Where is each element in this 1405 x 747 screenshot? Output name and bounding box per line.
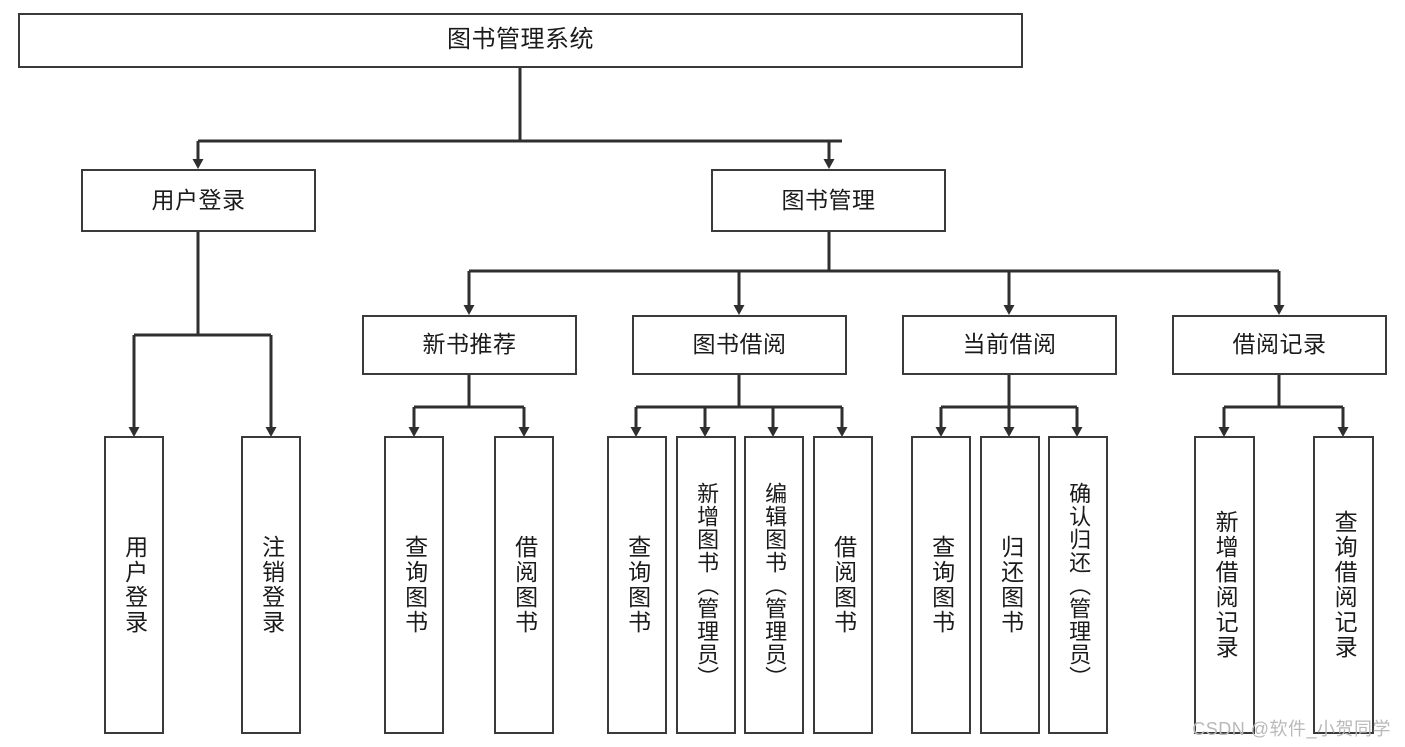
node-leaf-query-book-2[interactable]: 查询图书: [607, 436, 667, 734]
node-leaf-query-book-1[interactable]: 查询图书: [384, 436, 444, 734]
node-leaf-user-logout[interactable]: 注销登录: [241, 436, 301, 734]
node-label: 归还图书: [997, 535, 1024, 635]
node-label: 新书推荐: [422, 331, 517, 358]
node-label: 图书管理: [781, 186, 876, 213]
node-leaf-user-login[interactable]: 用户登录: [104, 436, 164, 734]
node-new-book-recommend[interactable]: 新书推荐: [362, 315, 577, 375]
node-leaf-return-book[interactable]: 归还图书: [980, 436, 1040, 734]
node-label: 图书借阅: [692, 331, 787, 358]
node-label: 借阅记录: [1232, 331, 1327, 358]
node-leaf-borrow-book-1[interactable]: 借阅图书: [494, 436, 554, 734]
node-leaf-borrow-book-2[interactable]: 借阅图书: [813, 436, 873, 734]
node-user-login[interactable]: 用户登录: [81, 169, 316, 232]
node-label: 确认归还（管理员）: [1066, 481, 1092, 689]
node-leaf-add-record[interactable]: 新增借阅记录: [1194, 436, 1255, 734]
node-label: 注销登录: [258, 535, 285, 635]
node-label: 新增图书（管理员）: [694, 481, 720, 689]
node-leaf-edit-book[interactable]: 编辑图书（管理员）: [744, 436, 804, 734]
node-label: 当前借阅: [962, 331, 1057, 358]
node-label: 查询图书: [928, 535, 955, 635]
node-label: 用户登录: [151, 186, 246, 213]
watermark-text: CSDN @软件_小贺同学: [1192, 719, 1391, 739]
node-leaf-query-record[interactable]: 查询借阅记录: [1313, 436, 1374, 734]
node-leaf-confirm-return[interactable]: 确认归还（管理员）: [1048, 436, 1108, 734]
node-book-management-system[interactable]: 图书管理系统: [18, 13, 1023, 68]
node-label: 借阅图书: [511, 535, 538, 635]
node-leaf-query-book-3[interactable]: 查询图书: [911, 436, 971, 734]
node-label: 新增借阅记录: [1212, 510, 1239, 660]
node-label: 用户登录: [121, 535, 148, 635]
node-current-borrow[interactable]: 当前借阅: [902, 315, 1117, 375]
node-label: 编辑图书（管理员）: [762, 481, 788, 689]
node-label: 图书管理系统: [447, 26, 594, 54]
node-label: 查询图书: [401, 535, 428, 635]
node-borrow-record[interactable]: 借阅记录: [1172, 315, 1387, 375]
node-book-borrow[interactable]: 图书借阅: [632, 315, 847, 375]
node-label: 借阅图书: [830, 535, 857, 635]
node-leaf-add-book[interactable]: 新增图书（管理员）: [676, 436, 736, 734]
node-label: 查询图书: [624, 535, 651, 635]
node-label: 查询借阅记录: [1331, 510, 1358, 660]
node-book-manage[interactable]: 图书管理: [711, 169, 946, 232]
